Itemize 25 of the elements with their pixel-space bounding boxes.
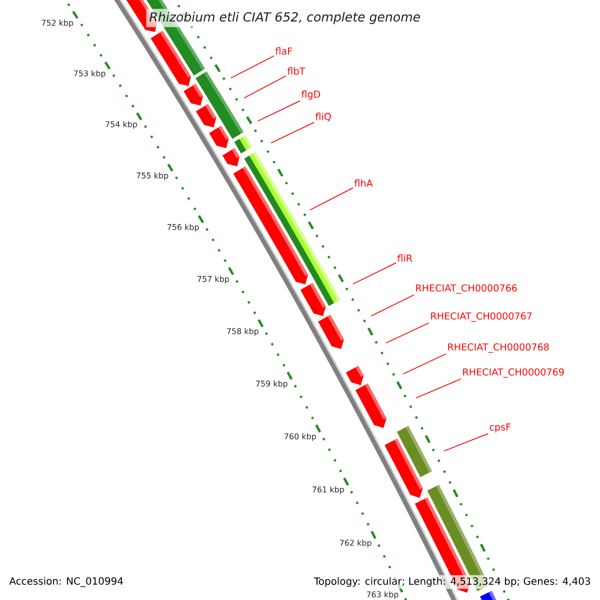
leader-line (444, 433, 488, 452)
leader-line (386, 322, 430, 344)
gene-label: fliR (397, 254, 412, 262)
leader-line (258, 100, 300, 122)
gene-label: RHECIAT_CH0000766 (416, 284, 517, 294)
gene-label: flbT (287, 67, 306, 75)
gene-label: RHECIAT_CH0000769 (463, 368, 564, 378)
gene-label: flaF (275, 47, 292, 55)
leader-line (370, 294, 414, 316)
accession-label: Accession: NC_010994 (7, 575, 126, 589)
leader-line (230, 55, 274, 78)
gene-label: fliQ (315, 112, 331, 122)
leader-line (270, 122, 314, 144)
leader-line (310, 187, 354, 210)
gene-label: cpsF (490, 424, 510, 432)
map-title: Rhizobium etli CIAT 652, complete genome (146, 8, 424, 28)
gene-label: RHECIAT_CH0000768 (448, 343, 549, 353)
leader-line (352, 262, 396, 284)
genome-info-label: Topology: circular; Length: 4,513,324 bp; Genes: 4,403 (312, 575, 593, 589)
gene-label: flhA (354, 179, 373, 187)
leader-line (402, 353, 446, 374)
gene-label: flgD (301, 90, 320, 100)
leader-line (416, 378, 462, 398)
leader-line (244, 75, 286, 98)
gene-label: RHECIAT_CH0000767 (431, 312, 532, 322)
